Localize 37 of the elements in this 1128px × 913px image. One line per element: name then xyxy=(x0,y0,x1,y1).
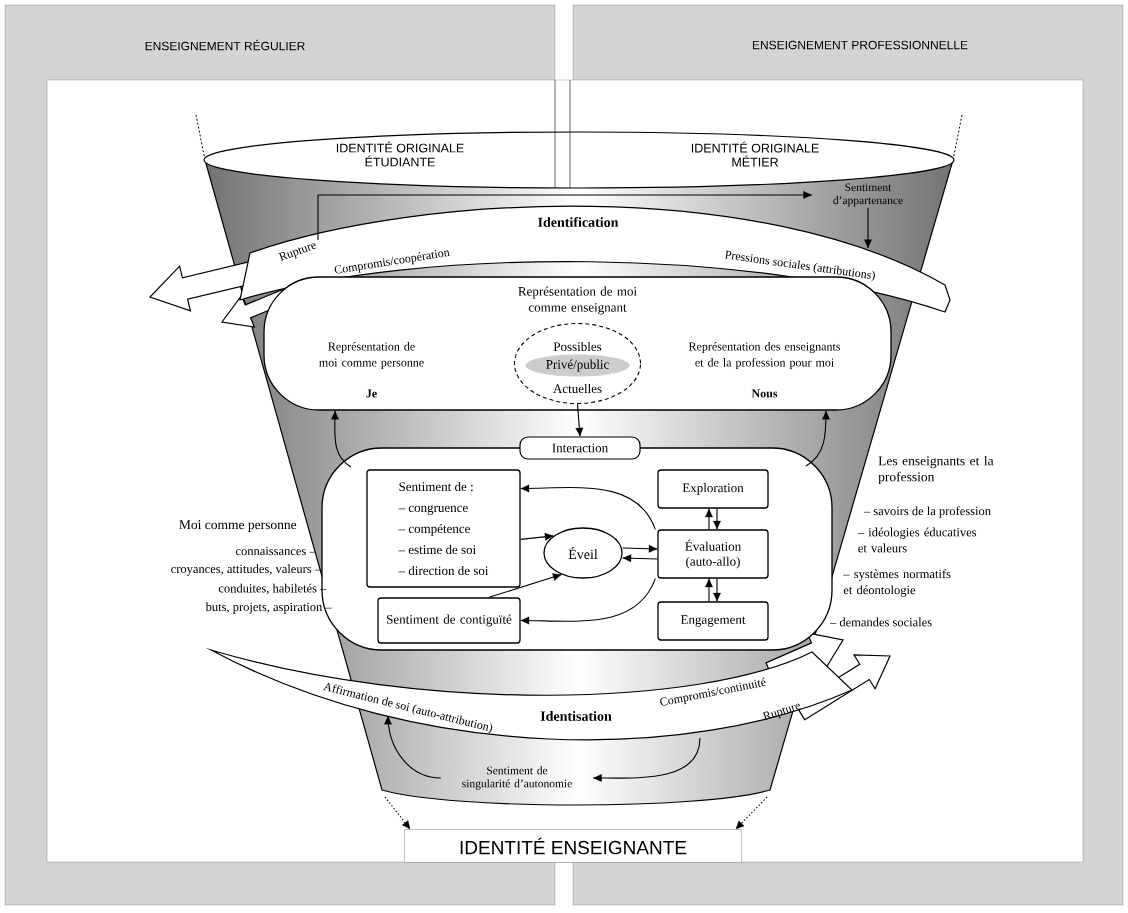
arrow xyxy=(622,554,658,563)
arrow xyxy=(520,484,656,530)
dotted-arrow xyxy=(384,796,411,830)
arrow xyxy=(622,544,658,553)
text-label: – demandes sociales xyxy=(829,617,932,627)
arrow xyxy=(864,207,872,249)
text-label: ENSEIGNEMENT RÉGULIER xyxy=(145,39,305,51)
text-label: Moi comme personne xyxy=(179,520,297,532)
text-box: Sentiment de : – congruence – compétence – estime de soi – direction de soi xyxy=(366,469,521,588)
text-label: – idéologies éducatives et valeurs xyxy=(857,527,977,553)
text-label: ENSEIGNEMENT PROFESSIONNELLE xyxy=(752,40,968,50)
arrow xyxy=(317,191,813,241)
dotted-arrow xyxy=(735,796,768,830)
arrow xyxy=(713,578,721,602)
arrow xyxy=(705,578,713,602)
arrow xyxy=(805,410,830,467)
text-box: Engagement xyxy=(657,601,769,641)
arrow xyxy=(331,410,352,468)
arrow xyxy=(488,573,562,598)
arrow xyxy=(520,578,656,625)
text-box: Exploration xyxy=(657,469,769,509)
text-label: – systèmes normatifs et déontologie xyxy=(843,569,951,597)
text-box: Évaluation (auto-allo) xyxy=(657,529,769,579)
arrow xyxy=(520,532,554,541)
text-label: Les enseignants et la profession xyxy=(878,455,994,485)
text-label: conduites, habiletés – xyxy=(218,583,327,595)
text-label: buts, projets, aspiration – xyxy=(205,602,332,614)
title-box: IDENTITÉ ENSEIGNANTE xyxy=(404,829,742,863)
text-label: croyances, attitudes, valeurs – xyxy=(171,564,322,576)
text-box: Sentiment de contiguïté xyxy=(377,597,521,644)
text-label: – savoirs de la profession xyxy=(863,506,991,518)
text-label: Sentiment de singularité d’autonomie xyxy=(462,766,572,790)
arrow xyxy=(705,508,713,530)
text-label: connaissances – xyxy=(235,546,316,556)
arrow xyxy=(713,508,721,530)
arrow xyxy=(575,403,584,437)
arrow xyxy=(592,737,701,782)
